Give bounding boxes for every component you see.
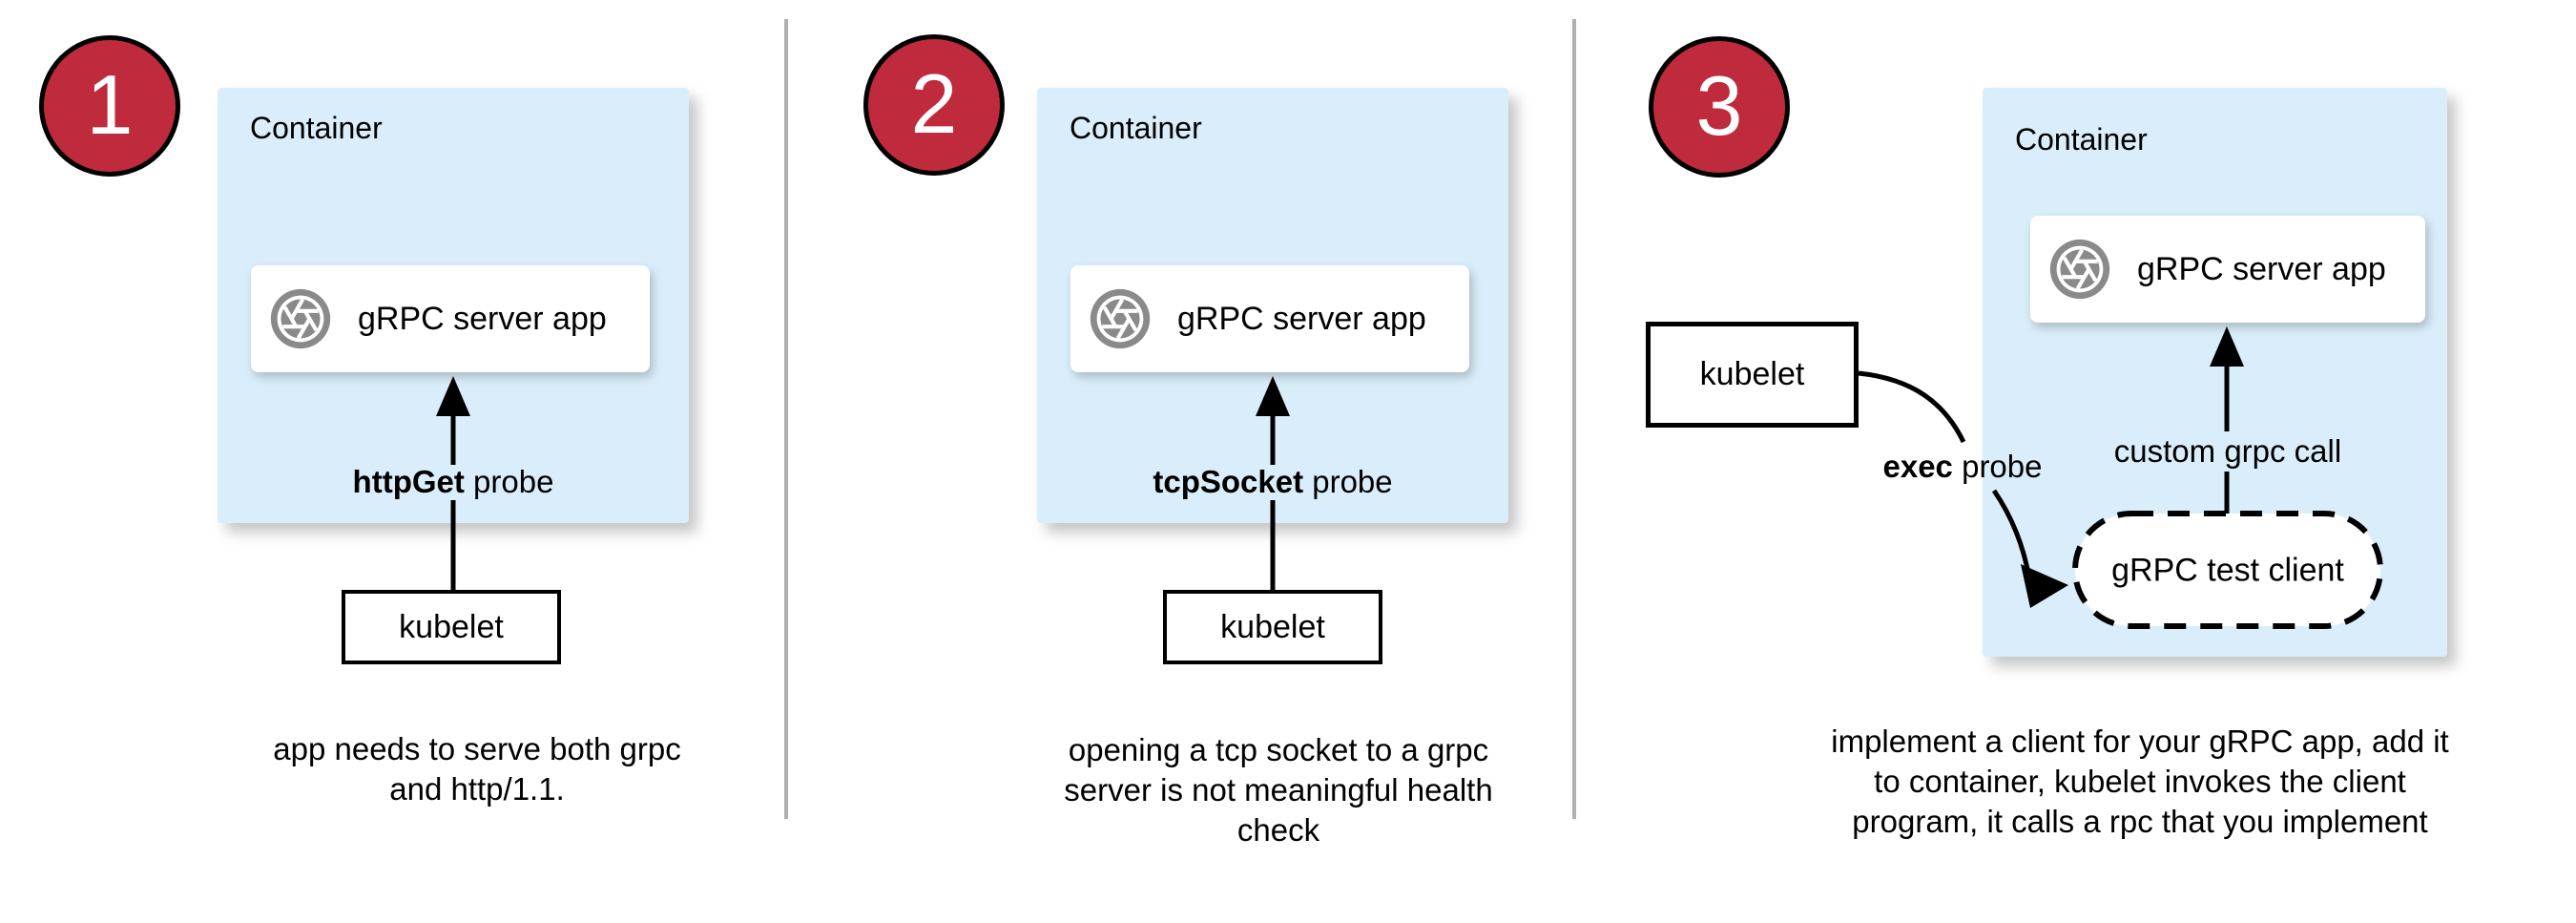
aperture-icon: [1090, 288, 1151, 349]
probe-label-2-bold: tcpSocket: [1153, 464, 1304, 499]
caption-1-line-1: app needs to serve both grpc: [273, 731, 681, 766]
grpc-server-app-box-1: gRPC server app: [251, 265, 650, 372]
aperture-icon: [270, 288, 331, 349]
grpc-server-app-label-1: gRPC server app: [358, 300, 607, 337]
caption-3-line-1: implement a client for your gRPC app, ad…: [1831, 724, 2449, 759]
step-3-badge: 3: [1649, 36, 1790, 178]
caption-3-line-3: program, it calls a rpc that you impleme…: [1852, 804, 2428, 839]
kubelet-box-2: kubelet: [1163, 590, 1382, 664]
probe-label-1-rest: probe: [464, 464, 554, 499]
panel-divider-1: [784, 19, 788, 819]
probe-label-3-bold: exec: [1882, 449, 1953, 484]
grpc-server-app-label-3: gRPC server app: [2137, 250, 2386, 287]
custom-grpc-call-label: custom grpc call: [2113, 433, 2342, 469]
caption-3-line-2: to container, kubelet invokes the client: [1874, 764, 2406, 799]
container-2-label: Container: [1070, 111, 1202, 145]
grpc-server-app-label-2: gRPC server app: [1177, 300, 1426, 337]
grpc-server-app-box-2: gRPC server app: [1070, 265, 1469, 372]
step-1-badge: 1: [39, 35, 180, 177]
caption-1: app needs to serve both grpc and http/1.…: [229, 729, 725, 809]
step-2-badge: 2: [863, 34, 1005, 176]
exec-curve-upper: [1858, 370, 1966, 444]
aperture-icon: [2049, 239, 2110, 300]
probe-label-1: httpGet probe: [353, 464, 554, 500]
probe-label-3: exec probe: [1883, 449, 2043, 485]
probe-label-2: tcpSocket probe: [1153, 464, 1392, 500]
caption-1-line-2: and http/1.1.: [389, 771, 565, 807]
caption-3: implement a client for your gRPC app, ad…: [1816, 722, 2464, 842]
caption-2-line-2: server is not meaningful health: [1064, 772, 1493, 808]
container-3-label: Container: [2015, 122, 2148, 157]
probe-label-2-rest: probe: [1303, 464, 1393, 499]
probe-label-1-bold: httpGet: [352, 464, 465, 499]
kubelet-box-1: kubelet: [342, 590, 561, 664]
container-1-label: Container: [250, 111, 383, 145]
grpc-test-client-label: gRPC test client: [2111, 552, 2344, 589]
panel-divider-2: [1572, 19, 1576, 819]
grpc-server-app-box-3: gRPC server app: [2030, 216, 2425, 323]
caption-2-line-3: check: [1236, 812, 1320, 848]
caption-2: opening a tcp socket to a grpc server is…: [1030, 730, 1527, 850]
caption-2-line-1: opening a tcp socket to a grpc: [1068, 732, 1489, 767]
probe-label-3-rest: probe: [1952, 449, 2043, 484]
kubelet-box-3: kubelet: [1646, 322, 1859, 428]
